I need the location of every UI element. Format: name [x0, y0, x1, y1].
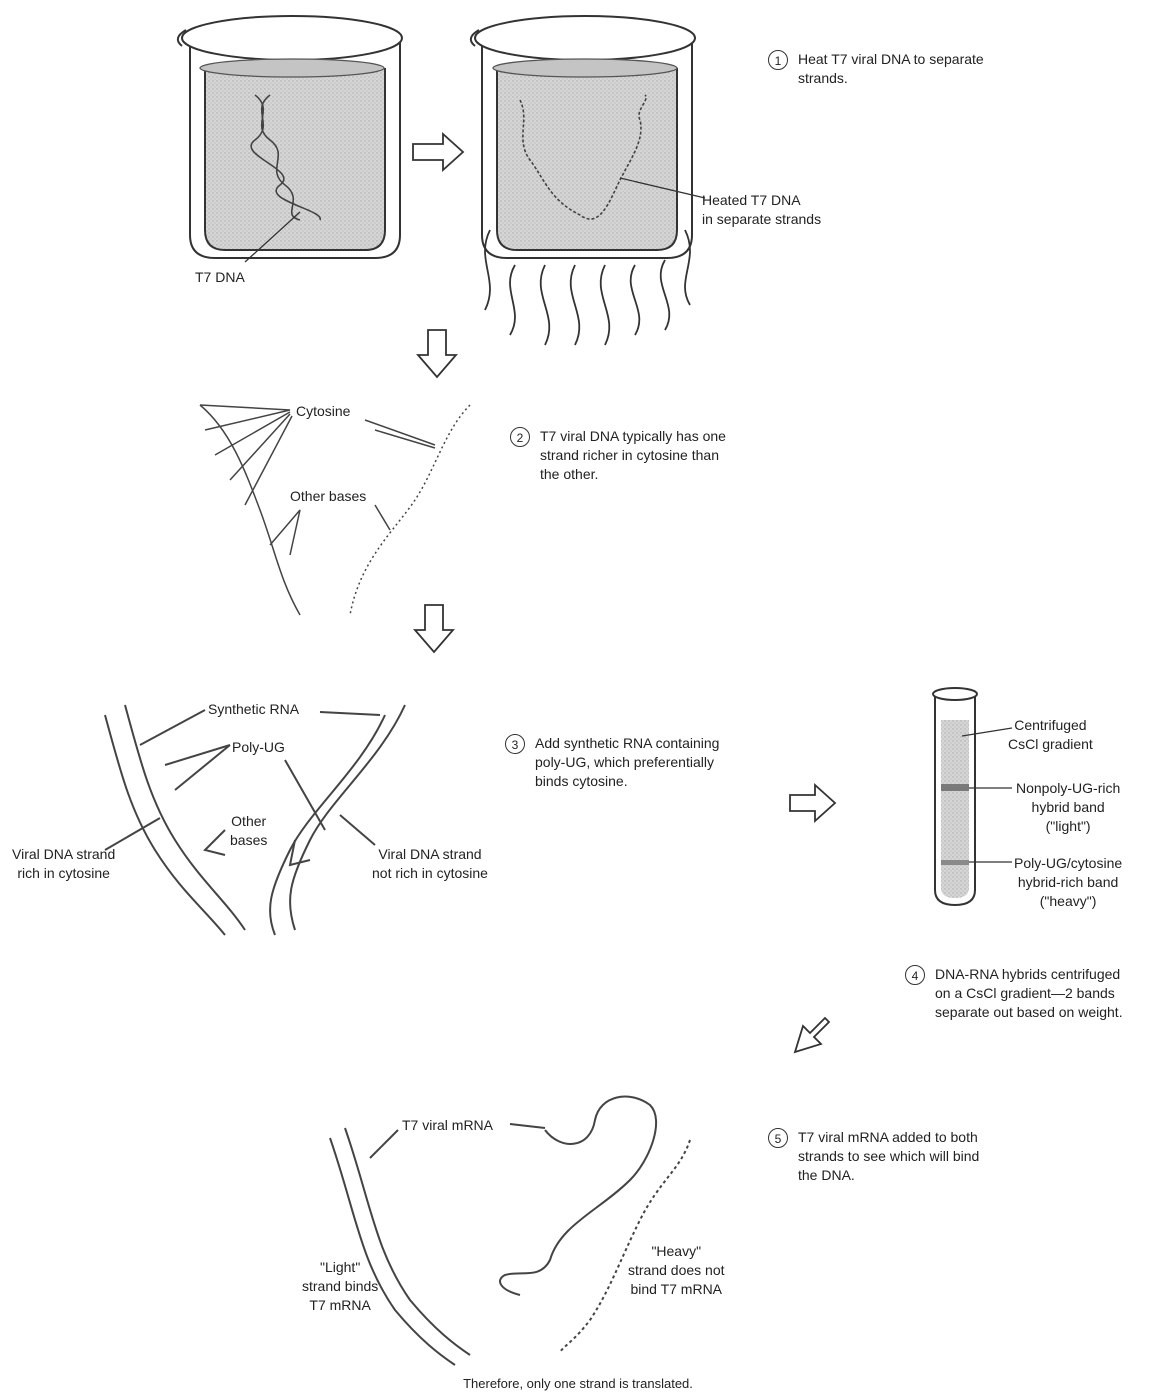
- step-text: DNA-RNA hybrids centrifuged on a CsCl gr…: [935, 965, 1123, 1022]
- label-t7-mrna: T7 viral mRNA: [402, 1116, 493, 1135]
- arrow-down-icon: [418, 330, 456, 377]
- label-light-strand: "Light" strand binds T7 mRNA: [302, 1258, 378, 1315]
- step-4: 4 DNA-RNA hybrids centrifuged on a CsCl …: [905, 965, 1123, 1022]
- arrow-diagonal-icon: [795, 1018, 829, 1052]
- label-light-band: Nonpoly-UG-rich hybrid band ("light"): [1016, 779, 1120, 836]
- beaker-t7-dna: [178, 16, 402, 262]
- label-viral-not-rich: Viral DNA strand not rich in cytosine: [372, 845, 488, 883]
- conclusion-text: Therefore, only one strand is translated…: [0, 1376, 1156, 1391]
- beaker-heated-dna: [471, 16, 705, 258]
- step-text: T7 viral mRNA added to both strands to s…: [798, 1128, 979, 1185]
- separated-dna-strands: [200, 405, 470, 615]
- step-number: 2: [510, 427, 530, 447]
- label-other-bases-2: Other bases: [230, 812, 267, 850]
- label-poly-ug: Poly-UG: [232, 738, 285, 757]
- label-heavy-band: Poly-UG/cytosine hybrid-rich band ("heav…: [1014, 854, 1122, 911]
- label-other-bases: Other bases: [290, 487, 366, 506]
- step-number: 5: [768, 1128, 788, 1148]
- label-heated-dna: Heated T7 DNA in separate strands: [702, 191, 821, 229]
- centrifuge-tube: [933, 688, 1012, 905]
- label-synthetic-rna: Synthetic RNA: [208, 700, 299, 719]
- step-number: 3: [505, 734, 525, 754]
- label-t7-dna: T7 DNA: [195, 268, 245, 287]
- step-text: T7 viral DNA typically has one strand ri…: [540, 427, 726, 484]
- label-centrifuged: Centrifuged CsCl gradient: [1008, 716, 1093, 754]
- light-band: [941, 784, 969, 791]
- arrow-right-icon: [413, 134, 463, 170]
- step-3: 3 Add synthetic RNA containing poly-UG, …: [505, 734, 719, 791]
- label-cytosine: Cytosine: [296, 402, 350, 421]
- arrow-right-icon: [790, 785, 835, 821]
- step-5: 5 T7 viral mRNA added to both strands to…: [768, 1128, 979, 1185]
- step-text: Add synthetic RNA containing poly-UG, wh…: [535, 734, 719, 791]
- step-1: 1 Heat T7 viral DNA to separate strands.: [768, 50, 984, 88]
- step-text: Heat T7 viral DNA to separate strands.: [798, 50, 984, 88]
- label-viral-rich: Viral DNA strand rich in cytosine: [12, 845, 115, 883]
- label-heavy-strand: "Heavy" strand does not bind T7 mRNA: [628, 1242, 725, 1299]
- step-number: 4: [905, 965, 925, 985]
- step-number: 1: [768, 50, 788, 70]
- heavy-band: [941, 860, 969, 865]
- arrow-down-icon: [415, 605, 453, 652]
- mrna-binding-strands: [330, 1097, 690, 1365]
- step-2: 2 T7 viral DNA typically has one strand …: [510, 427, 726, 484]
